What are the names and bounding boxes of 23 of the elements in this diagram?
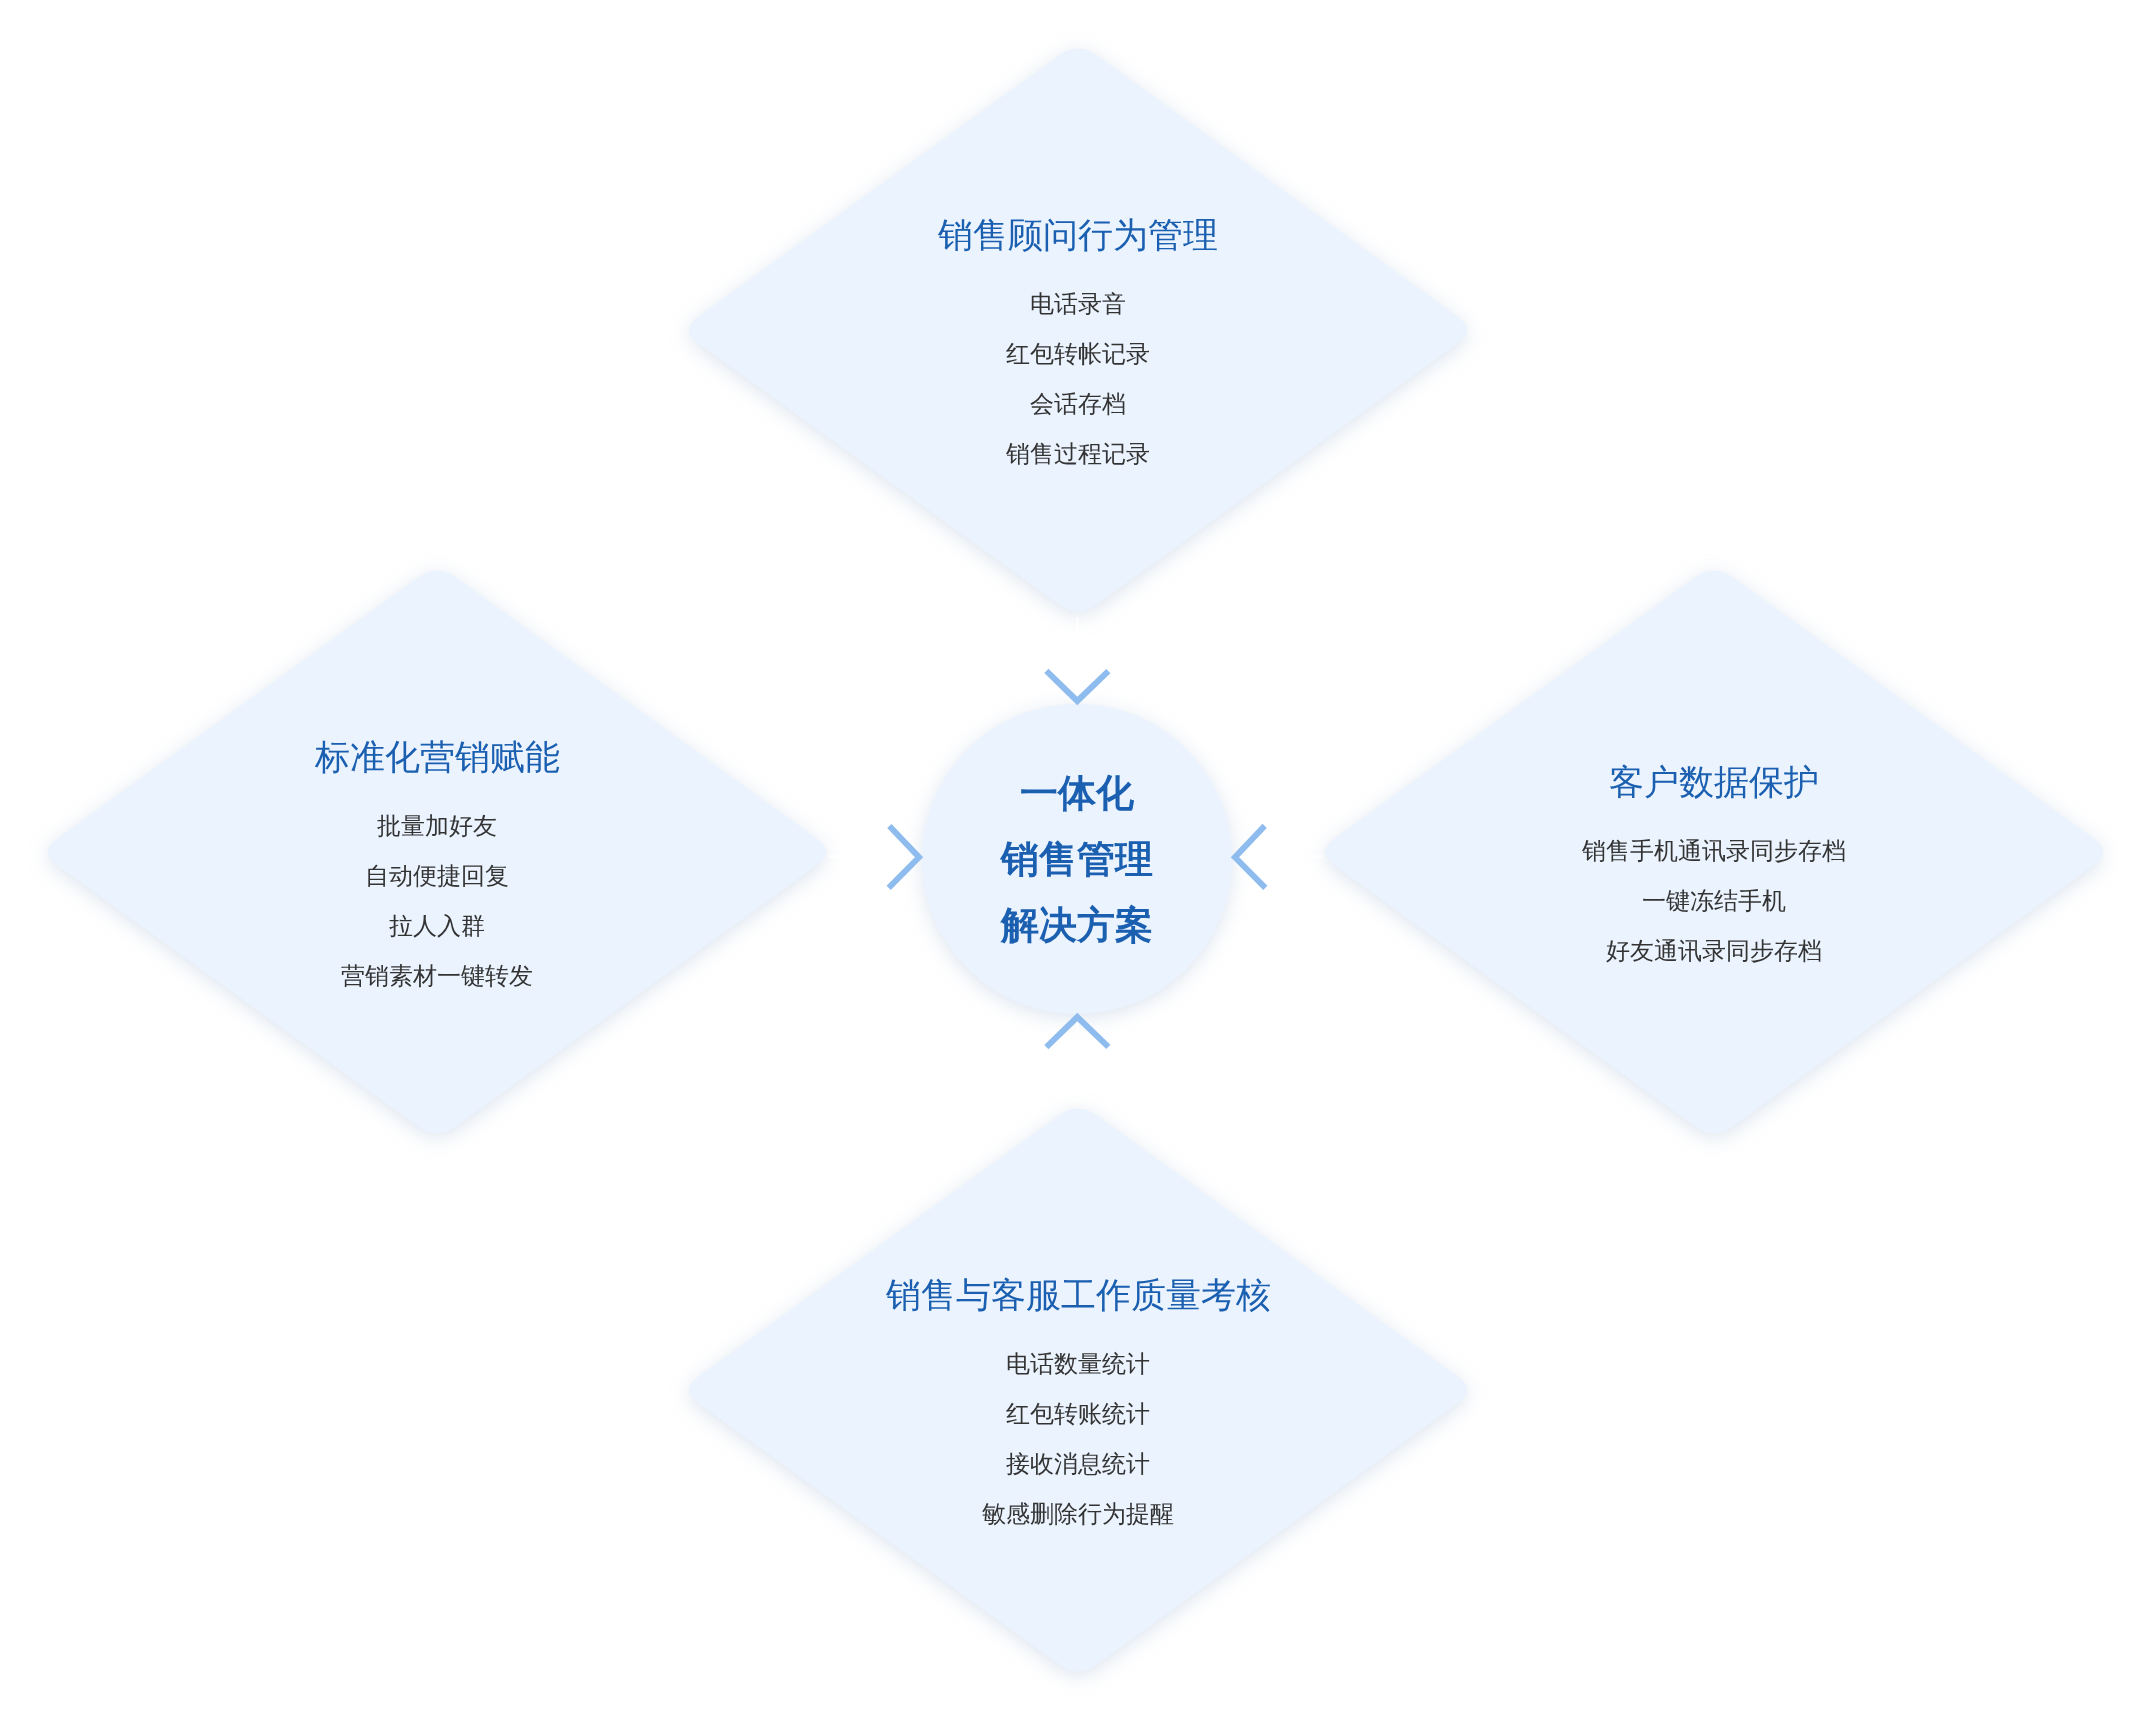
- feature-item: 营销素材一键转发: [341, 960, 533, 992]
- feature-item: 会话存档: [1030, 388, 1126, 420]
- card-title: 销售与客服工作质量考核: [885, 1273, 1271, 1317]
- center-title: 解决方案: [1001, 902, 1153, 949]
- feature-item: 拉人入群: [389, 910, 485, 942]
- feature-item: 批量加好友: [377, 810, 497, 842]
- center-title: 一体化: [1020, 770, 1134, 817]
- feature-item: 一键冻结手机: [1642, 885, 1786, 917]
- feature-item: 接收消息统计: [1006, 1448, 1150, 1480]
- feature-item: 自动便捷回复: [365, 860, 509, 892]
- center-title: 销售管理: [1001, 836, 1153, 883]
- feature-item: 电话录音: [1030, 288, 1126, 320]
- feature-item: 好友通讯录同步存档: [1606, 935, 1822, 967]
- feature-item: 红包转账统计: [1006, 1398, 1150, 1430]
- card-title: 客户数据保护: [1609, 760, 1819, 804]
- feature-item: 敏感删除行为提醒: [982, 1498, 1174, 1530]
- circle-node: [922, 704, 1232, 1014]
- card-title: 标准化营销赋能: [314, 735, 560, 779]
- feature-item: 电话数量统计: [1006, 1348, 1150, 1380]
- card-title: 销售顾问行为管理: [938, 213, 1218, 257]
- feature-item: 红包转帐记录: [1006, 338, 1150, 370]
- feature-item: 销售手机通讯录同步存档: [1582, 835, 1846, 867]
- feature-item: 销售过程记录: [1006, 438, 1150, 470]
